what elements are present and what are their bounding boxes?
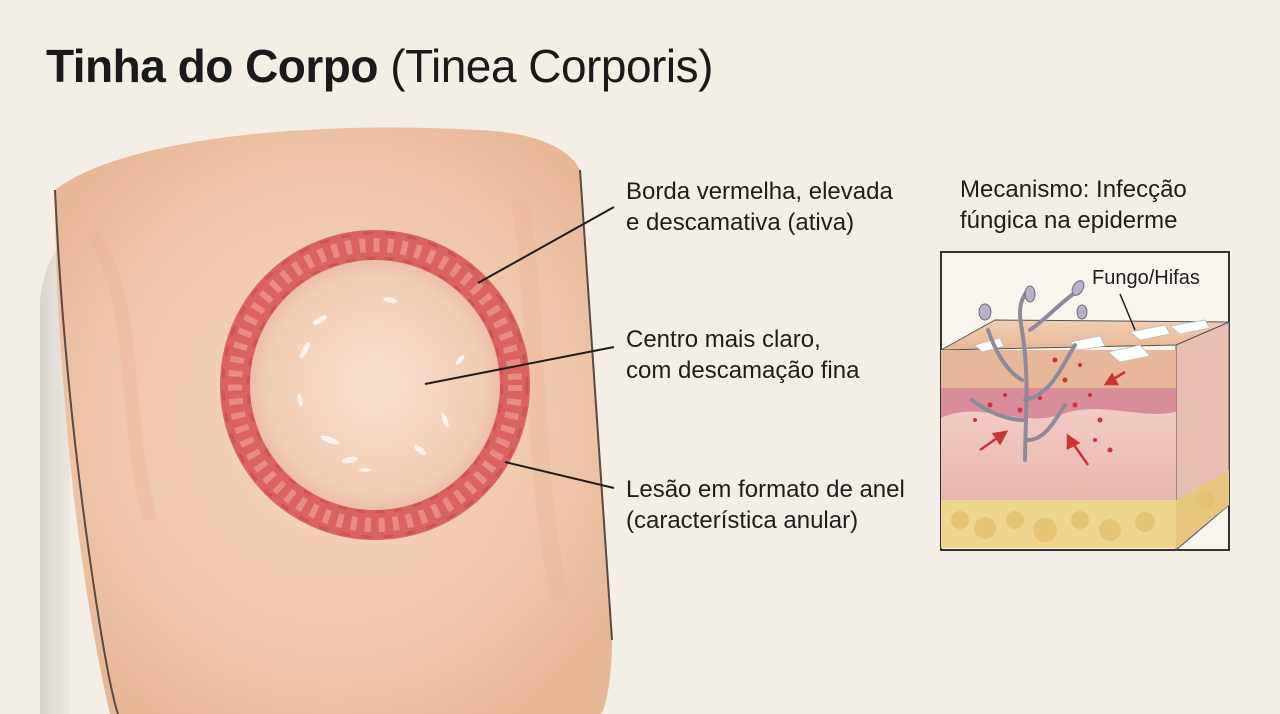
- mechanism-title-line: Mecanismo: Infecção: [960, 176, 1187, 203]
- annotation-line: com descamação fina: [626, 357, 860, 384]
- mechanism-title: Mecanismo: Infecção fúngica na epiderme: [960, 174, 1187, 236]
- hyphae: [970, 288, 1077, 462]
- mechanism-title-line: fúngica na epiderme: [960, 207, 1178, 234]
- fungus-leader-line: [1119, 293, 1136, 331]
- annotation-border: Borda vermelha, elevada e descamativa (a…: [626, 176, 893, 238]
- annotation-center: Centro mais claro, com descamação fina: [626, 324, 859, 386]
- leader-lines: [424, 206, 615, 489]
- title-latin: (Tinea Corporis): [390, 40, 713, 92]
- annotation-line: Borda vermelha, elevada: [626, 178, 893, 205]
- annotation-ring: Lesão em formato de anel (característica…: [626, 474, 905, 536]
- title-main: Tinha do Corpo: [46, 40, 379, 92]
- ring-lesion: [220, 230, 530, 540]
- page-title: Tinha do Corpo (Tinea Corporis): [46, 36, 713, 96]
- annotation-line: Lesão em formato de anel: [626, 476, 905, 503]
- annotation-line: e descamativa (ativa): [626, 209, 855, 236]
- inflammation-arrows: [979, 370, 1126, 466]
- inflammation-dots: [973, 357, 1113, 453]
- scales: [297, 297, 465, 472]
- skin-cross-section: [940, 251, 1230, 552]
- fungus-label: Fungo/Hifas: [1092, 267, 1200, 289]
- annotation-line: Centro mais claro,: [626, 326, 821, 353]
- annotation-line: (característica anular): [626, 507, 859, 534]
